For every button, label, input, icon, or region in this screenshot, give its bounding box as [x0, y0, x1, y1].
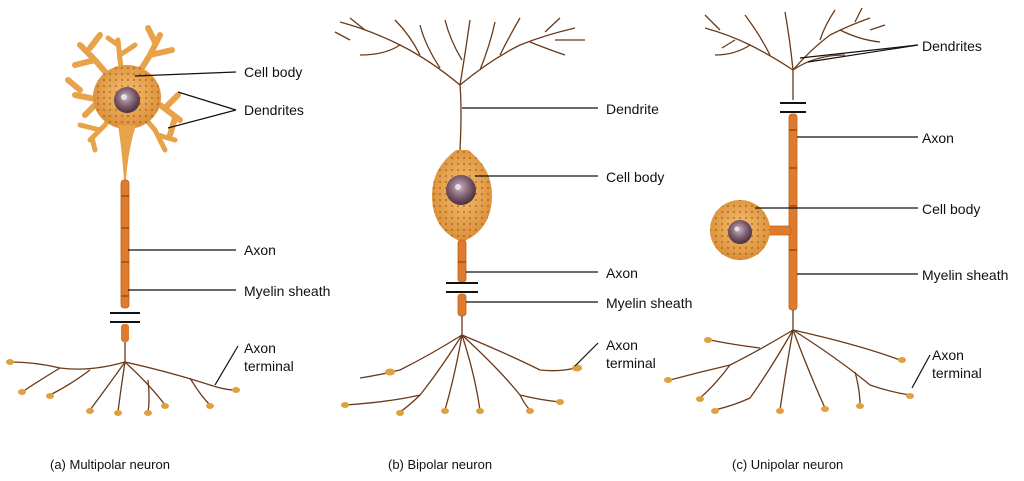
multipolar-label-axon-terminal-1: Axon — [244, 340, 276, 356]
unipolar-label-cell-body: Cell body — [922, 201, 981, 217]
multipolar-neuron — [6, 25, 240, 416]
multipolar-caption: (a) Multipolar neuron — [50, 457, 170, 472]
bipolar-nucleus — [446, 175, 476, 205]
multipolar-dendrites — [65, 25, 183, 153]
unipolar-axon-terminal — [669, 310, 911, 411]
unipolar-label-axon-terminal-2: terminal — [932, 365, 982, 381]
bipolar-label-cell-body: Cell body — [606, 169, 665, 185]
bipolar-label-axon-terminal-2: terminal — [606, 355, 656, 371]
unipolar-neuron — [664, 7, 931, 414]
bipolar-axon — [457, 239, 467, 283]
unipolar-caption: (c) Unipolar neuron — [732, 457, 844, 472]
unipolar-leaders — [755, 44, 931, 389]
multipolar-label-cell-body: Cell body — [244, 64, 303, 80]
bipolar-label-dendrite: Dendrite — [606, 101, 659, 117]
unipolar-label-myelin-sheath: Myelin sheath — [922, 267, 1009, 283]
multipolar-axon-terminal — [9, 342, 236, 413]
multipolar-nucleus — [114, 87, 140, 113]
unipolar-nucleus — [728, 220, 752, 244]
unipolar-dendrites — [704, 7, 886, 100]
multipolar-leaders — [128, 71, 239, 386]
bipolar-label-myelin-sheath: Myelin sheath — [606, 295, 693, 311]
bipolar-axon-terminal — [344, 316, 576, 413]
bipolar-caption: (b) Bipolar neuron — [388, 457, 493, 472]
unipolar-label-dendrites: Dendrites — [922, 38, 982, 54]
bipolar-dendrite — [334, 17, 585, 151]
unipolar-axon — [788, 113, 798, 311]
bipolar-leaders — [462, 107, 599, 367]
unipolar-label-axon: Axon — [922, 130, 954, 146]
multipolar-label-dendrites: Dendrites — [244, 102, 304, 118]
multipolar-label-axon-terminal-2: terminal — [244, 358, 294, 374]
multipolar-label-axon: Axon — [244, 242, 276, 258]
unipolar-label-axon-terminal-1: Axon — [932, 347, 964, 363]
bipolar-label-axon-terminal-1: Axon — [606, 337, 638, 353]
bipolar-label-axon: Axon — [606, 265, 638, 281]
multipolar-label-myelin-sheath: Myelin sheath — [244, 283, 331, 299]
bipolar-neuron — [334, 17, 599, 416]
multipolar-axon — [120, 179, 130, 309]
